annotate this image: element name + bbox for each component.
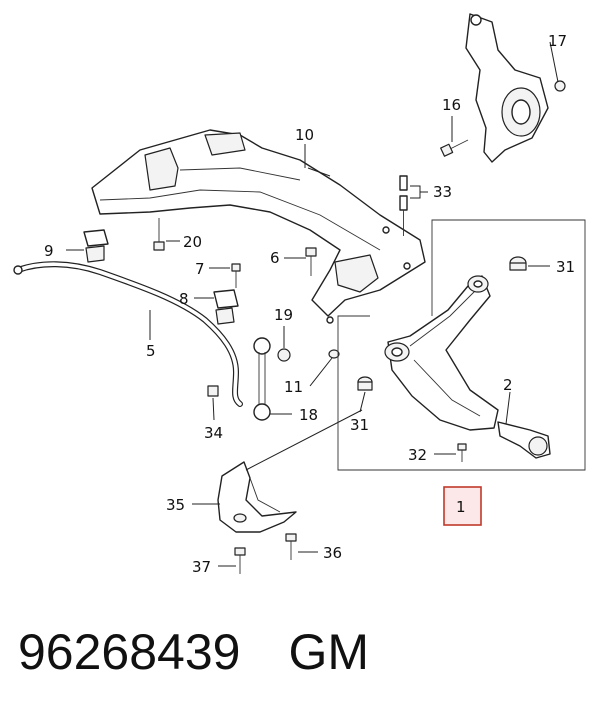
stabilizer-link [253,337,271,421]
callout-20: 20 [183,233,202,251]
callout-31-top: 31 [556,258,575,276]
bushing-8 [213,289,239,325]
bushing-9 [83,229,109,263]
callout-numbers: 1 2 5 6 7 8 9 10 11 16 17 18 19 20 31 31… [44,32,575,576]
nut-34 [207,385,219,397]
brand-name: GM [288,624,370,680]
bushing-31-top [509,256,527,271]
callout-10: 10 [295,126,314,144]
steering-knuckle [465,13,549,163]
callout-11: 11 [284,378,303,396]
ball-joint [497,421,551,459]
bracket-35 [217,461,297,533]
callout-6: 6 [270,249,280,267]
callout-9: 9 [44,242,54,260]
callout-34: 34 [204,424,223,442]
bolt-37 [234,547,246,574]
part-number: 96268439 [18,624,241,680]
lower-control-arm [384,275,499,431]
bolt-20 [153,218,165,251]
bolt-32 [457,443,467,462]
callout-31-bottom: 31 [350,416,369,434]
suspension-parts-diagram: 1 2 5 6 7 8 9 10 11 16 17 18 19 20 31 31… [13,13,586,576]
callout-36: 36 [323,544,342,562]
callout-18: 18 [299,406,318,424]
nut-19 [277,348,291,362]
callout-35: 35 [166,496,185,514]
bolt-36 [285,533,297,560]
callout-2: 2 [503,376,513,394]
nut-17 [554,80,566,92]
bushing-31-bottom [357,376,373,391]
bolt-16 [440,139,469,157]
callout-32: 32 [408,446,427,464]
callout-37: 37 [192,558,211,576]
callout-19: 19 [274,306,293,324]
callout-17: 17 [548,32,567,50]
washer-11 [328,349,340,359]
control-arm-box [337,219,586,471]
callout-1: 1 [456,498,466,516]
crossmember [91,129,426,324]
leader-lines [66,41,559,567]
callout-7: 7 [195,260,205,278]
callout-33: 33 [433,183,452,201]
callout-16: 16 [442,96,461,114]
bolt-6 [305,247,317,276]
callout-8: 8 [179,290,189,308]
stabilizer-bar [13,261,243,407]
highlight-box-part-1 [443,486,482,526]
bolt-7 [231,263,241,288]
sleeves-33 [399,175,408,236]
callout-5: 5 [146,342,156,360]
footer-caption: 96268439 GM [18,612,588,692]
